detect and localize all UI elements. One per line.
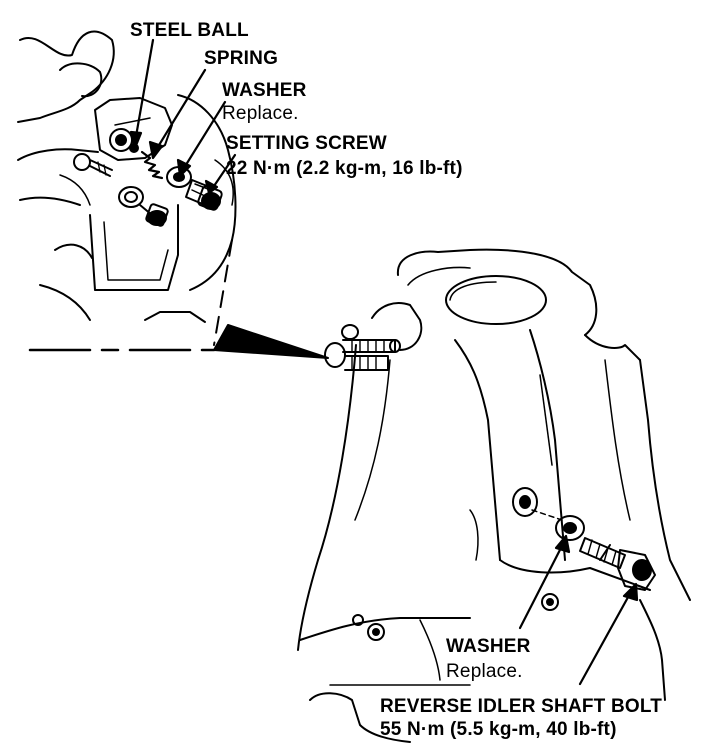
detent-bolts	[324, 324, 401, 371]
spring-label: SPRING	[204, 48, 279, 69]
reverse-idler-shaft-bolt-label: REVERSE IDLER SHAFT BOLT	[380, 696, 663, 717]
setting-screw-shape	[185, 179, 223, 211]
spring-coil	[140, 150, 164, 180]
washer-bottom-label: WASHER	[446, 636, 531, 657]
inset-detail-view	[17, 30, 329, 359]
leader-lines	[129, 38, 639, 686]
washer-top-label: WASHER	[222, 80, 307, 101]
setting-screw-label: SETTING SCREW	[226, 133, 387, 154]
washer-top-note: Replace.	[222, 103, 299, 124]
main-housing-view	[297, 248, 691, 743]
reverse-idler-bolt-assembly	[512, 487, 656, 591]
washer-bottom-note: Replace.	[446, 661, 523, 682]
setting-screw-torque: 22 N·m (2.2 kg-m, 16 lb-ft)	[226, 158, 463, 179]
reverse-idler-shaft-bolt-torque: 55 N·m (5.5 kg-m, 40 lb-ft)	[380, 719, 617, 740]
steel-ball-label: STEEL BALL	[130, 20, 249, 41]
